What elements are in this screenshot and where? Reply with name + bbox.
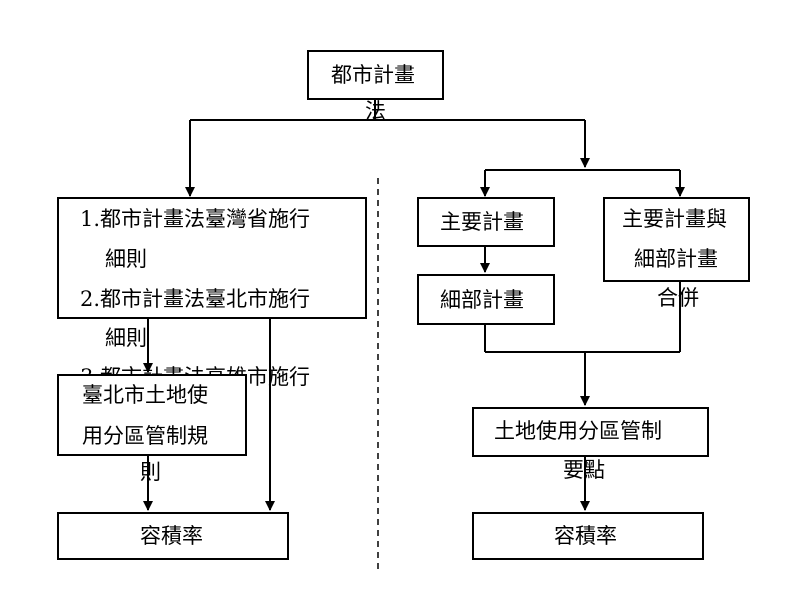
detail-plan-label: 細部計畫 bbox=[440, 288, 524, 312]
taipei-zoning-line2: 用分區管制規 bbox=[82, 424, 208, 448]
zoning-rules-line2: 要點 bbox=[563, 458, 605, 482]
zoning-rules-box bbox=[472, 407, 709, 457]
top-box bbox=[307, 50, 444, 100]
left-far-label: 容積率 bbox=[140, 524, 203, 548]
master-plan-label: 主要計畫 bbox=[440, 210, 524, 234]
rules-box bbox=[57, 197, 367, 319]
detail-plan-box bbox=[417, 274, 555, 325]
zoning-rules-line1: 土地使用分區管制 bbox=[494, 419, 662, 443]
top-label: 都市計畫 bbox=[331, 63, 415, 87]
rule-item-2-cont: 細則 bbox=[105, 326, 147, 350]
right-far-box bbox=[472, 512, 704, 560]
taipei-zoning-box bbox=[57, 374, 247, 456]
taipei-zoning-line3: 則 bbox=[140, 460, 161, 484]
master-plan-box bbox=[417, 197, 555, 247]
left-far-box bbox=[57, 512, 289, 560]
right-far-label: 容積率 bbox=[554, 524, 617, 548]
rule-item-1-cont: 細則 bbox=[105, 247, 147, 271]
rule-item-2: 2.都市計畫法臺北市施行 bbox=[80, 287, 311, 311]
top-label-overflow: 法 bbox=[365, 99, 386, 123]
combined-plan-line1: 主要計畫與 bbox=[622, 207, 727, 231]
combined-plan-line2: 細部計畫 bbox=[634, 247, 718, 271]
combined-plan-box bbox=[603, 197, 750, 282]
rule-item-1: 1.都市計畫法臺灣省施行 bbox=[80, 207, 311, 231]
taipei-zoning-line1: 臺北市土地使 bbox=[82, 383, 208, 407]
combined-plan-line3: 合併 bbox=[657, 286, 699, 310]
